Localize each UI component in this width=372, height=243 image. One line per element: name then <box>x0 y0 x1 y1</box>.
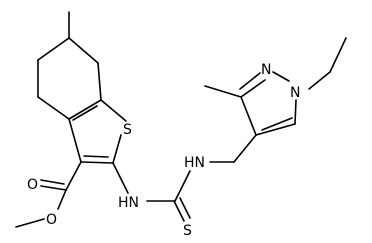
bond-n2-c3 <box>240 79 266 98</box>
bond-c2-c3-inner <box>83 155 109 158</box>
atom-ester-carbonyl-o: O <box>27 177 38 193</box>
bond-ring-a <box>37 37 70 61</box>
pyrazole-ring <box>204 37 347 136</box>
bond-ring-b <box>68 37 99 64</box>
bond-co-double-2 <box>40 179 65 185</box>
bond-cs-double-1 <box>173 200 185 222</box>
bond-c7a-c3a-inner <box>72 105 98 121</box>
bond-c3-c3a <box>68 118 82 163</box>
bond-n1-n2 <box>272 71 290 82</box>
cyclohexene-ring <box>37 11 102 120</box>
bond-c7a-c3a <box>68 99 102 120</box>
bond-c2-c3 <box>80 161 114 164</box>
atom-thiocarbonyl-s: S <box>183 223 192 239</box>
atom-ring-sulfur: S <box>123 122 132 138</box>
bond-c5-n1 <box>294 99 297 125</box>
bond-cs-double-2 <box>179 197 191 219</box>
bond-ring-d <box>37 96 70 120</box>
bond-c4-c5-inner <box>261 117 293 131</box>
bond-c3-carbonyl <box>65 161 82 191</box>
bond-co-double-1 <box>40 185 67 191</box>
atom-pyrazole-n2: N <box>261 62 271 78</box>
bond-ch2-pyrazole <box>233 134 257 163</box>
atom-labels: S N N HN HN S O O <box>27 62 300 239</box>
bond-s-c2 <box>112 134 122 164</box>
bond-c4-c5 <box>255 123 296 136</box>
thiophene-ring <box>68 99 127 164</box>
bond-c3-methyl <box>204 85 242 98</box>
bond-n2-c3-inner <box>239 72 261 90</box>
bond-c2-nh <box>112 162 129 194</box>
atom-pyrazole-n1: N <box>290 85 300 101</box>
bond-cs-nh <box>174 170 191 202</box>
methyl-ester <box>15 161 82 228</box>
bond-c7a-s <box>100 99 127 122</box>
bond-ethyl-ch3 <box>329 37 347 73</box>
thiourea-linker <box>112 134 257 222</box>
bond-c4-c3 <box>240 96 257 136</box>
bond-n1-ethyl-ch2 <box>308 71 331 90</box>
atom-ester-ether-o: O <box>46 212 57 228</box>
bond-ring-e <box>97 62 102 101</box>
bond-c-oether <box>57 189 67 210</box>
atom-thiourea-nh-right: HN <box>184 155 205 171</box>
bond-oether-methyl <box>15 218 45 228</box>
atom-thiourea-nh-left: HN <box>118 195 139 211</box>
